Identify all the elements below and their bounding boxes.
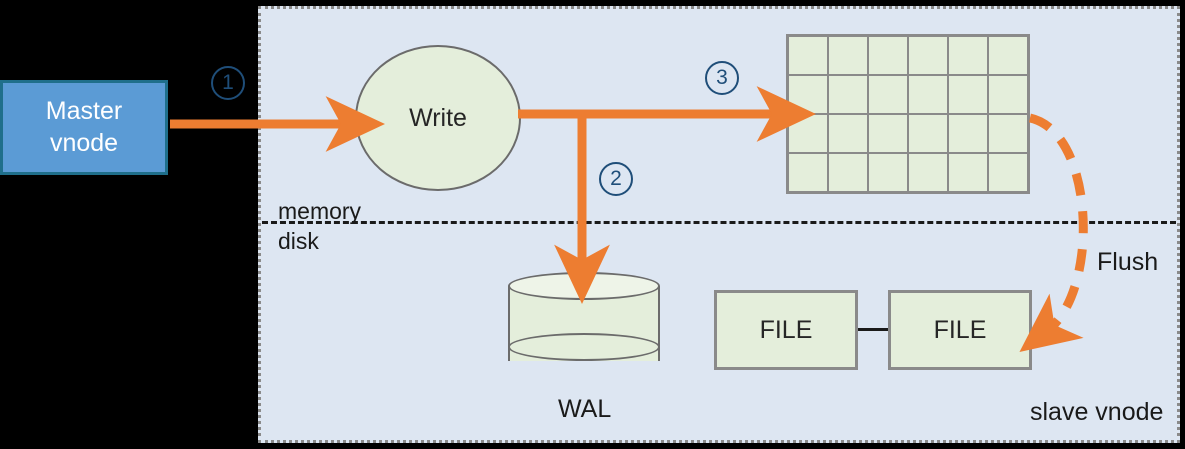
file-box-2: FILE [888,290,1032,370]
memtable-cell [789,37,827,74]
memtable-cell [989,76,1027,113]
file-box-2-label: FILE [933,315,987,344]
wal-cylinder [508,272,660,375]
wal-label: WAL [558,395,612,423]
step-badge-2-label: 2 [610,167,622,190]
memory-label: memory [278,198,362,224]
step-badge-1-label: 1 [222,71,234,94]
wal-cylinder-top [508,272,660,300]
wal-cylinder-bottom [508,333,660,361]
memtable-cell [909,115,947,152]
master-vnode-label-line2: vnode [49,128,119,157]
step-badge-3-label: 3 [716,66,728,89]
memtable-cell [829,37,867,74]
memtable-cell [949,37,987,74]
step-badge-2: 2 [599,162,633,196]
memtable-cell [869,115,907,152]
disk-label: disk [278,228,319,254]
file-box-1: FILE [714,290,858,370]
memtable-cell [789,76,827,113]
memtable-cell [829,76,867,113]
memtable-cell [869,76,907,113]
memtable-cell [989,37,1027,74]
memtable-cell [989,115,1027,152]
write-node-label: Write [409,103,467,132]
step-badge-1: 1 [211,66,245,100]
memtable-cell [829,115,867,152]
memtable-grid [786,34,1030,194]
memtable-cell [789,115,827,152]
slave-vnode-label: slave vnode [1030,398,1164,426]
memtable-cell [869,154,907,191]
memtable-cell [909,154,947,191]
memtable-cell [869,37,907,74]
memory-disk-separator [262,221,1176,224]
memtable-cell [829,154,867,191]
master-vnode-label-line1: Master [45,97,123,126]
step-badge-3: 3 [705,61,739,95]
memtable-cell [909,37,947,74]
flush-label: Flush [1097,248,1159,276]
memtable-cell [949,154,987,191]
file-box-1-label: FILE [759,315,813,344]
memtable-cell [789,154,827,191]
memtable-cell [909,76,947,113]
memtable-cell [949,115,987,152]
file-connector-line [858,328,888,331]
write-node: Write [355,45,521,191]
master-vnode-box: Master vnode [0,80,168,175]
memtable-cell [989,154,1027,191]
memtable-cell [949,76,987,113]
